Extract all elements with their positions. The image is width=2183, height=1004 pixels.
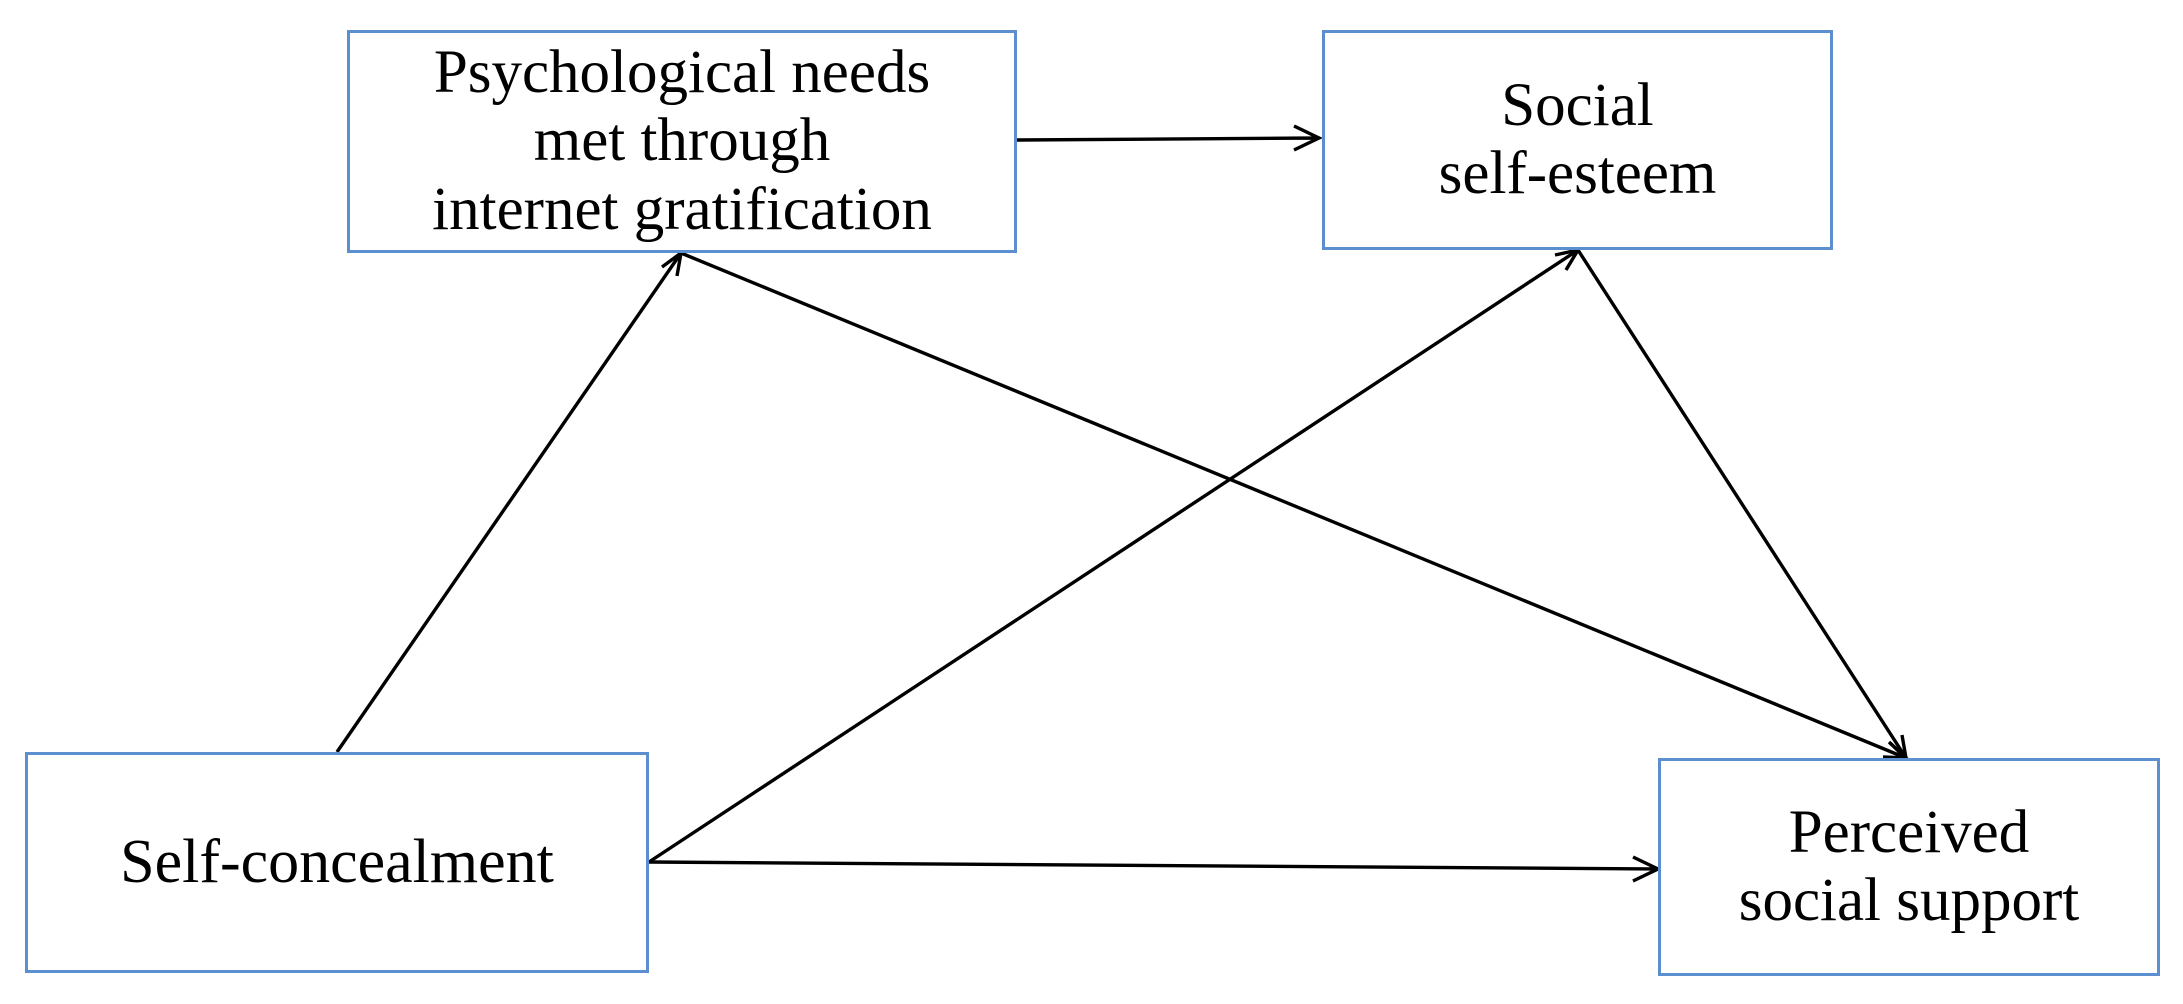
node-label-line: self-esteem	[1438, 140, 1717, 207]
node-label-line: Self-concealment	[120, 827, 554, 896]
arrow-concealment-to-support	[648, 855, 1662, 883]
node-label-line: met through	[533, 107, 831, 175]
node-social-self-esteem: Social self-esteem	[1322, 30, 1833, 250]
arrow-esteem-to-support	[1576, 249, 1909, 763]
arrow-concealment-to-psych	[335, 249, 684, 753]
node-label-line: social support	[1738, 867, 2080, 934]
node-perceived-social-support: Perceived social support	[1658, 758, 2160, 976]
arrow-psych-to-support	[680, 251, 1911, 760]
node-label-line: internet gratification	[432, 175, 932, 243]
node-self-concealment: Self-concealment	[25, 752, 649, 973]
arrow-concealment-to-esteem	[648, 247, 1582, 864]
node-label-line: Psychological needs	[433, 39, 931, 107]
node-label-line: Social	[1501, 71, 1654, 139]
arrow-psych-to-esteem	[1016, 124, 1323, 152]
node-psychological-needs: Psychological needs met through internet…	[347, 30, 1017, 253]
node-label-line: Perceived	[1788, 798, 2030, 866]
